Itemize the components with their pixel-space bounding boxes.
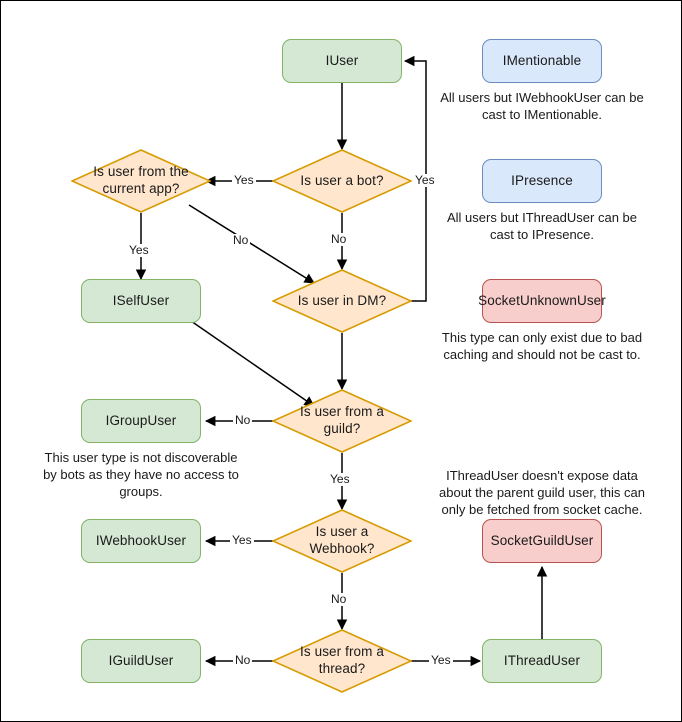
edge-label-webhook-yes-text: Yes bbox=[232, 533, 252, 547]
edge-label-thread-no: No bbox=[233, 653, 253, 668]
diamond-shape bbox=[272, 149, 412, 213]
note-socketguilduser-text: IThreadUser doesn't expose data about th… bbox=[439, 468, 645, 518]
node-iselfuser[interactable]: ISelfUser bbox=[81, 279, 201, 323]
node-is-user-from-a-guild[interactable]: Is user from a guild? bbox=[272, 389, 412, 453]
node-is-user-from-a-thread[interactable]: Is user from a thread? bbox=[272, 629, 412, 693]
diamond-shape bbox=[272, 269, 412, 333]
note-imentionable-text: All users but IWebhookUser can be cast t… bbox=[440, 90, 644, 123]
edge-label-dm-yes: Yes bbox=[413, 173, 437, 188]
edge-label-thread-yes-text: Yes bbox=[431, 653, 451, 667]
diamond-shape bbox=[272, 389, 412, 453]
note-imentionable: All users but IWebhookUser can be cast t… bbox=[437, 89, 647, 123]
node-ipresence-label: IPresence bbox=[511, 172, 573, 188]
node-ithreaduser[interactable]: IThreadUser bbox=[482, 639, 602, 683]
edge-label-dm-yes-text: Yes bbox=[415, 173, 435, 187]
node-ipresence[interactable]: IPresence bbox=[482, 159, 602, 203]
node-iselfuser-label: ISelfUser bbox=[112, 292, 170, 308]
diamond-shape bbox=[71, 149, 211, 213]
node-iwebhookuser-label: IWebhookUser bbox=[95, 532, 187, 548]
edge-label-guild-no-text: No bbox=[235, 413, 251, 427]
edge-label-thread-yes: Yes bbox=[429, 653, 453, 668]
node-is-user-from-current-app[interactable]: Is user from the current app? bbox=[71, 149, 211, 213]
edge-label-bot-no-text: No bbox=[331, 232, 347, 246]
node-iwebhookuser[interactable]: IWebhookUser bbox=[81, 519, 201, 563]
node-is-user-a-bot-label: Is user a bot? bbox=[300, 172, 384, 188]
edge-label-bot-no: No bbox=[329, 232, 349, 247]
node-socketunknownuser-label: SocketUnknownUser bbox=[478, 292, 606, 308]
edge-label-thread-no-text: No bbox=[235, 653, 251, 667]
node-iuser-label: IUser bbox=[325, 52, 359, 68]
note-ipresence-text: All users but IThreadUser can be cast to… bbox=[446, 210, 638, 243]
edge-label-app-no: No bbox=[231, 233, 251, 248]
edge-label-webhook-yes: Yes bbox=[230, 533, 254, 548]
node-is-user-a-webhook-label: Is user a Webhook? bbox=[309, 524, 375, 556]
edge-label-app-yes-text: Yes bbox=[129, 243, 149, 257]
node-is-user-a-webhook[interactable]: Is user a Webhook? bbox=[272, 509, 412, 573]
node-igroupuser[interactable]: IGroupUser bbox=[81, 399, 201, 443]
node-iguilduser[interactable]: IGuildUser bbox=[81, 639, 201, 683]
edge-label-webhook-no-text: No bbox=[331, 592, 347, 606]
node-is-user-from-current-app-label: Is user from the current app? bbox=[93, 164, 189, 196]
edge-label-app-yes: Yes bbox=[127, 243, 151, 258]
edge-label-guild-yes: Yes bbox=[328, 472, 352, 487]
node-is-user-in-dm-label: Is user in DM? bbox=[297, 292, 387, 308]
note-socketunknownuser: This type can only exist due to bad cach… bbox=[437, 329, 647, 363]
node-iguilduser-label: IGuildUser bbox=[108, 652, 174, 668]
edge-label-guild-no: No bbox=[233, 413, 253, 428]
diamond-shape bbox=[272, 509, 412, 573]
node-iuser[interactable]: IUser bbox=[282, 39, 402, 83]
node-is-user-from-a-guild-label: Is user from a guild? bbox=[300, 404, 384, 436]
edge-label-bot-yes: Yes bbox=[232, 173, 256, 188]
edge-label-app-no-text: No bbox=[233, 233, 249, 247]
note-ipresence: All users but IThreadUser can be cast to… bbox=[437, 209, 647, 243]
node-imentionable[interactable]: IMentionable bbox=[482, 39, 602, 83]
node-is-user-a-bot[interactable]: Is user a bot? bbox=[272, 149, 412, 213]
node-socketguilduser[interactable]: SocketGuildUser bbox=[482, 519, 602, 563]
diamond-shape bbox=[272, 629, 412, 693]
note-socketguilduser: IThreadUser doesn't expose data about th… bbox=[434, 467, 650, 518]
node-igroupuser-label: IGroupUser bbox=[105, 412, 177, 428]
edge-label-bot-yes-text: Yes bbox=[234, 173, 254, 187]
edge-label-webhook-no: No bbox=[329, 592, 349, 607]
node-socketguilduser-label: SocketGuildUser bbox=[490, 532, 594, 548]
note-igroupuser: This user type is not discoverable by bo… bbox=[36, 449, 246, 500]
node-ithreaduser-label: IThreadUser bbox=[503, 652, 581, 668]
node-socketunknownuser[interactable]: SocketUnknownUser bbox=[478, 279, 606, 323]
note-socketunknownuser-text: This type can only exist due to bad cach… bbox=[441, 330, 643, 363]
node-imentionable-label: IMentionable bbox=[502, 52, 582, 68]
node-is-user-from-a-thread-label: Is user from a thread? bbox=[300, 644, 384, 676]
node-is-user-in-dm[interactable]: Is user in DM? bbox=[272, 269, 412, 333]
edge-label-guild-yes-text: Yes bbox=[330, 472, 350, 486]
note-igroupuser-text: This user type is not discoverable by bo… bbox=[43, 450, 239, 500]
